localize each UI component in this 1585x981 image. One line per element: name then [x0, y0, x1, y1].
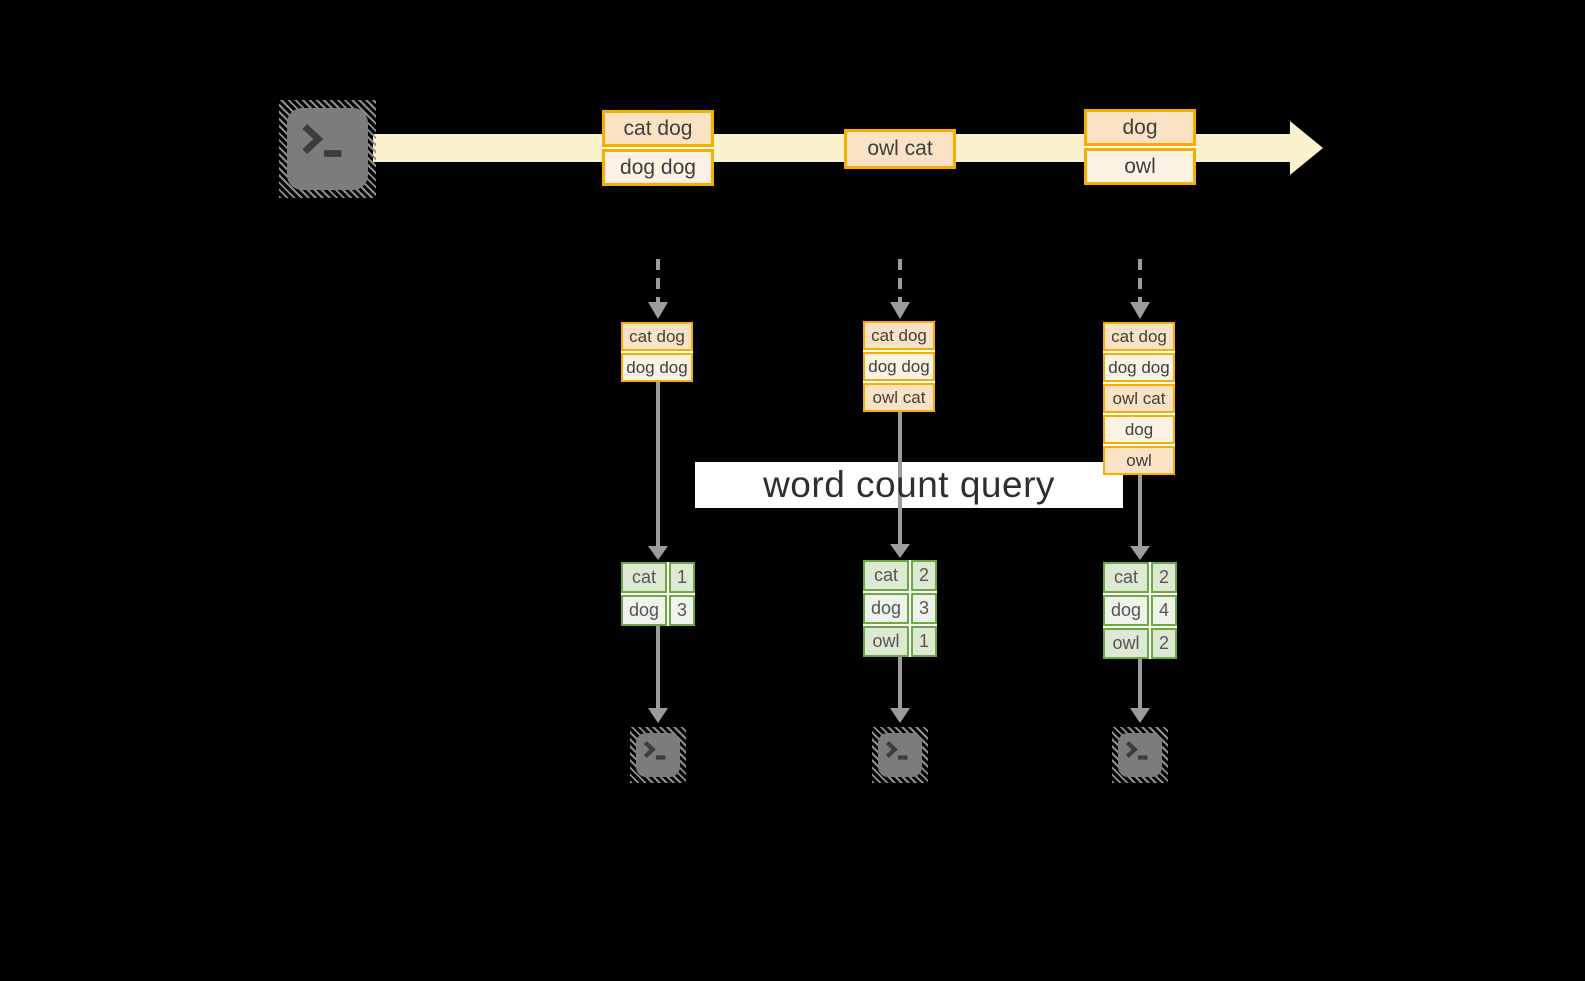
dashed-arrow-col1 [648, 259, 668, 319]
stream-event-2: owl cat [844, 129, 956, 169]
terminal-body [287, 108, 368, 190]
count-word: owl [863, 626, 909, 657]
sink-terminal-icon-3 [1112, 727, 1168, 783]
count-value: 2 [911, 560, 937, 591]
query-arrow-col1 [648, 382, 668, 560]
count-word: cat [1103, 562, 1149, 593]
state-record: owl cat [863, 383, 935, 412]
stream-event-3: dog owl [1084, 109, 1196, 185]
sink-arrow-col3 [1130, 658, 1150, 723]
stream-event-1: cat dog dog dog [602, 110, 714, 186]
terminal-prompt-icon [1126, 741, 1148, 760]
count-value: 2 [1151, 628, 1177, 659]
state-record: dog dog [863, 352, 935, 381]
stream-record: cat dog [602, 110, 714, 147]
count-table-3: cat 2 dog 4 owl 2 [1103, 562, 1177, 659]
terminal-prompt-icon [302, 123, 342, 157]
stream-record: owl cat [844, 129, 956, 169]
count-word: cat [621, 562, 667, 593]
count-word: cat [863, 560, 909, 591]
terminal-body [636, 733, 680, 777]
count-word: dog [863, 593, 909, 624]
count-value: 2 [1151, 562, 1177, 593]
stream-record: dog dog [602, 149, 714, 186]
count-word: dog [1103, 595, 1149, 626]
terminal-prompt-icon [644, 741, 666, 760]
state-record: dog [1103, 415, 1175, 444]
state-record: cat dog [621, 322, 693, 351]
count-value: 3 [911, 593, 937, 624]
state-record: cat dog [863, 321, 935, 350]
count-word: dog [621, 595, 667, 626]
dashed-arrow-col2 [890, 259, 910, 319]
state-snapshot-3: cat dog dog dog owl cat dog owl [1103, 322, 1175, 475]
sink-terminal-icon-2 [872, 727, 928, 783]
query-label: word count query [763, 464, 1055, 505]
state-record: cat dog [1103, 322, 1175, 351]
stream-arrowhead-icon [1290, 121, 1323, 175]
stream-record: owl [1084, 148, 1196, 185]
state-record: dog dog [1103, 353, 1175, 382]
state-record: owl [1103, 446, 1175, 475]
terminal-prompt-icon [886, 741, 908, 760]
stream-record: dog [1084, 109, 1196, 146]
count-value: 3 [669, 595, 695, 626]
sink-arrow-col2 [890, 657, 910, 723]
query-arrow-col3 [1130, 475, 1150, 560]
count-value: 4 [1151, 595, 1177, 626]
count-table-2: cat 2 dog 3 owl 1 [863, 560, 937, 657]
count-value: 1 [669, 562, 695, 593]
state-record: dog dog [621, 353, 693, 382]
source-terminal-icon [279, 100, 376, 198]
terminal-body [1118, 733, 1162, 777]
count-word: owl [1103, 628, 1149, 659]
sink-terminal-icon-1 [630, 727, 686, 783]
state-snapshot-2: cat dog dog dog owl cat [863, 321, 935, 412]
query-label-band [695, 462, 1123, 508]
terminal-body [878, 733, 922, 777]
dashed-arrow-col3 [1130, 259, 1150, 319]
state-snapshot-1: cat dog dog dog [621, 322, 693, 382]
count-value: 1 [911, 626, 937, 657]
sink-arrow-col1 [648, 626, 668, 723]
count-table-1: cat 1 dog 3 [621, 562, 695, 626]
state-record: owl cat [1103, 384, 1175, 413]
